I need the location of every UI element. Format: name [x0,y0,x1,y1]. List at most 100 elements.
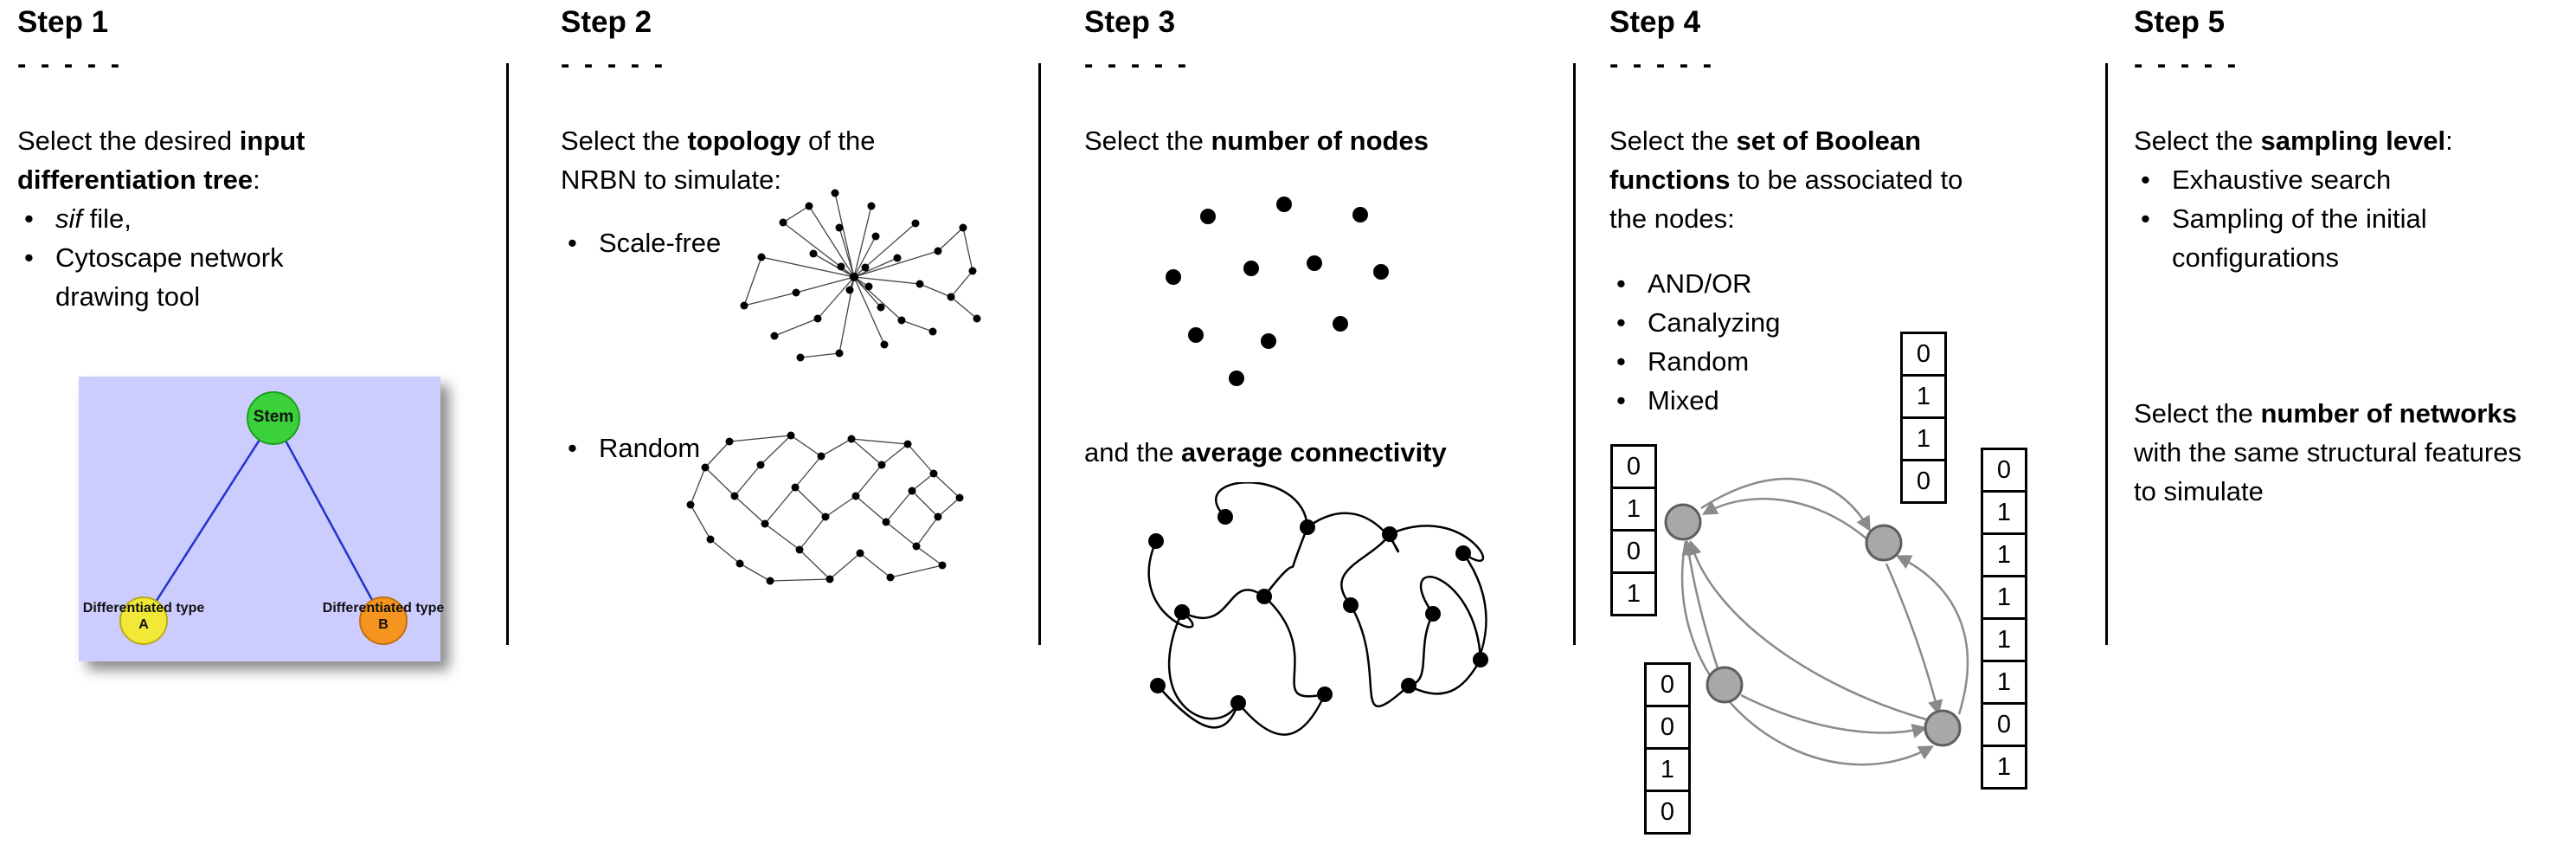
step2-intro-pre: Select the [561,126,688,156]
truth-table-cell: 0 [1981,702,2027,747]
step1-bullet1-italic: sif [55,203,82,234]
type-b-node-label: Differentiated type B [322,601,445,632]
step1-bullet-sif-file: • sif file, [17,199,132,238]
step2-intro-post: of the NRBN to simulate: [561,126,876,195]
bullet-icon: • [1616,268,1626,299]
step5-dashes: - - - - - [2134,48,2240,79]
step1-bullet2-text: Cytoscape network drawing tool [55,242,284,312]
step1-title: Step 1 [17,5,109,39]
connectivity-graph-image [1104,482,1523,745]
truth-table-cell: 0 [1981,448,2027,493]
step3-title: Step 3 [1084,5,1176,39]
column-divider-3 [1573,63,1576,645]
truth-table-cell: 1 [1610,487,1657,532]
step4-title: Step 4 [1609,5,1701,39]
bullet-icon: • [2141,164,2150,195]
truth-table-cell: 1 [1981,490,2027,535]
step3-second-bold: average connectivity [1181,437,1447,467]
truth-table-cell: 1 [1981,575,2027,620]
step2-intro: Select the topology of the NRBN to simul… [561,121,941,199]
nodes-dots-image [1154,192,1414,394]
bullet-icon: • [1616,307,1626,338]
step1-bullet1-text: sif file, [55,199,132,238]
step4-intro-pre: Select the [1609,126,1737,156]
step1-bullet1-rest: file, [82,203,132,234]
step4-intro-post: to be associated to the nodes: [1609,164,1963,234]
step3-intro-pre: Select the [1084,126,1211,156]
step4-bullet1-text: AND/OR [1648,268,1752,299]
truth-table-cell: 0 [1644,662,1691,707]
boolean-network-image: 0 1 1 0 0 1 0 1 0 0 1 0 0 1 1 1 [1609,325,2081,848]
step1-intro-pre: Select the desired [17,126,240,156]
truth-table-cell: 0 [1900,459,1947,504]
step4-bullet-canalyzing: • Canalyzing [1609,303,1780,342]
step2-bullet2-text: Random [599,433,701,463]
truth-table-cell: 0 [1900,332,1947,377]
step5-bullet-sampling: • Sampling of the initial configurations [2134,199,2509,277]
step1-intro: Select the desired input differentiation… [17,121,433,199]
step4-intro-bold: set of Boolean functions [1609,126,1922,195]
truth-table-cell: 1 [1610,571,1657,616]
scale-free-network-image [711,177,997,390]
bullet-icon: • [1616,385,1626,416]
truth-table-cell: 1 [1981,617,2027,662]
column-divider-2 [1038,63,1041,645]
step4-bullet-random: • Random [1609,342,1749,381]
truth-table-cell: 1 [1900,374,1947,419]
differentiation-tree-graphic [119,391,408,645]
truth-table-cell: 1 [1981,532,2027,577]
step5-bullet-exhaustive: • Exhaustive search [2134,160,2391,199]
step2-title: Step 2 [561,5,652,39]
step2-bullet-random: • Random [561,429,700,467]
step1-bullet-cytoscape: • Cytoscape network drawing tool [17,238,332,316]
truth-table-bottom: 0 0 1 0 [1644,662,1691,835]
step5-second-pre: Select the [2134,398,2261,429]
step4-bullet3-text: Random [1648,346,1750,377]
step1-intro-bold: input differentiation tree [17,126,305,195]
column-divider-4 [2105,63,2108,645]
step5-bullet2-text: Sampling of the initial configurations [2172,203,2427,273]
step2-column: Step 2 - - - - - Select the topology of … [561,0,1028,851]
truth-table-cell: 1 [1981,660,2027,705]
truth-table-cell: 1 [1644,747,1691,792]
step3-second-pre: and the [1084,437,1182,467]
step4-column: Step 4 - - - - - Select the set of Boole… [1609,0,2094,851]
step5-second-paragraph: Select the number of networks with the s… [2134,394,2541,511]
boolean-network-graphic [1664,477,1969,766]
step4-bullet-and-or: • AND/OR [1609,264,1752,303]
step5-second-post: with the same structural features to sim… [2134,437,2521,506]
step3-second-line: and the average connectivity [1084,433,1556,472]
truth-table-right: 0 1 1 1 1 1 0 1 [1981,448,2027,790]
step2-dashes: - - - - - [561,48,667,79]
step5-second-bold: number of networks [2260,398,2517,429]
step4-bullet4-text: Mixed [1648,385,1719,416]
truth-table-cell: 1 [1981,745,2027,790]
step5-title: Step 5 [2134,5,2226,39]
step3-intro-bold: number of nodes [1211,126,1429,156]
step2-intro-bold: topology [687,126,801,156]
step5-intro-pre: Select the [2134,126,2261,156]
bullet-icon: • [24,242,34,273]
bullet-icon: • [568,433,577,463]
truth-table-cell: 1 [1900,416,1947,461]
truth-table-cell: 0 [1644,705,1691,750]
step4-intro: Select the set of Boolean functions to b… [1609,121,2003,238]
step2-bullet1-text: Scale-free [599,228,722,258]
step5-bullet1-text: Exhaustive search [2172,164,2392,195]
truth-table-cell: 0 [1644,790,1691,835]
stem-node-label: Stem [253,408,294,426]
step3-dashes: - - - - - [1084,48,1191,79]
step3-column: Step 3 - - - - - Select the number of no… [1084,0,1569,851]
step5-intro: Select the sampling level: [2134,121,2566,160]
bullet-icon: • [2141,203,2150,234]
truth-table-cell: 0 [1610,444,1657,489]
random-network-image [678,394,980,606]
differentiation-tree-image: Stem Differentiated type A Differentiate… [79,377,444,661]
column-divider-1 [506,63,509,645]
bullet-icon: • [568,228,577,258]
step5-intro-post: : [2445,126,2453,156]
step1-intro-post: : [253,164,260,195]
step2-bullet-scale-free: • Scale-free [561,223,721,262]
step3-intro: Select the number of nodes [1084,121,1556,160]
